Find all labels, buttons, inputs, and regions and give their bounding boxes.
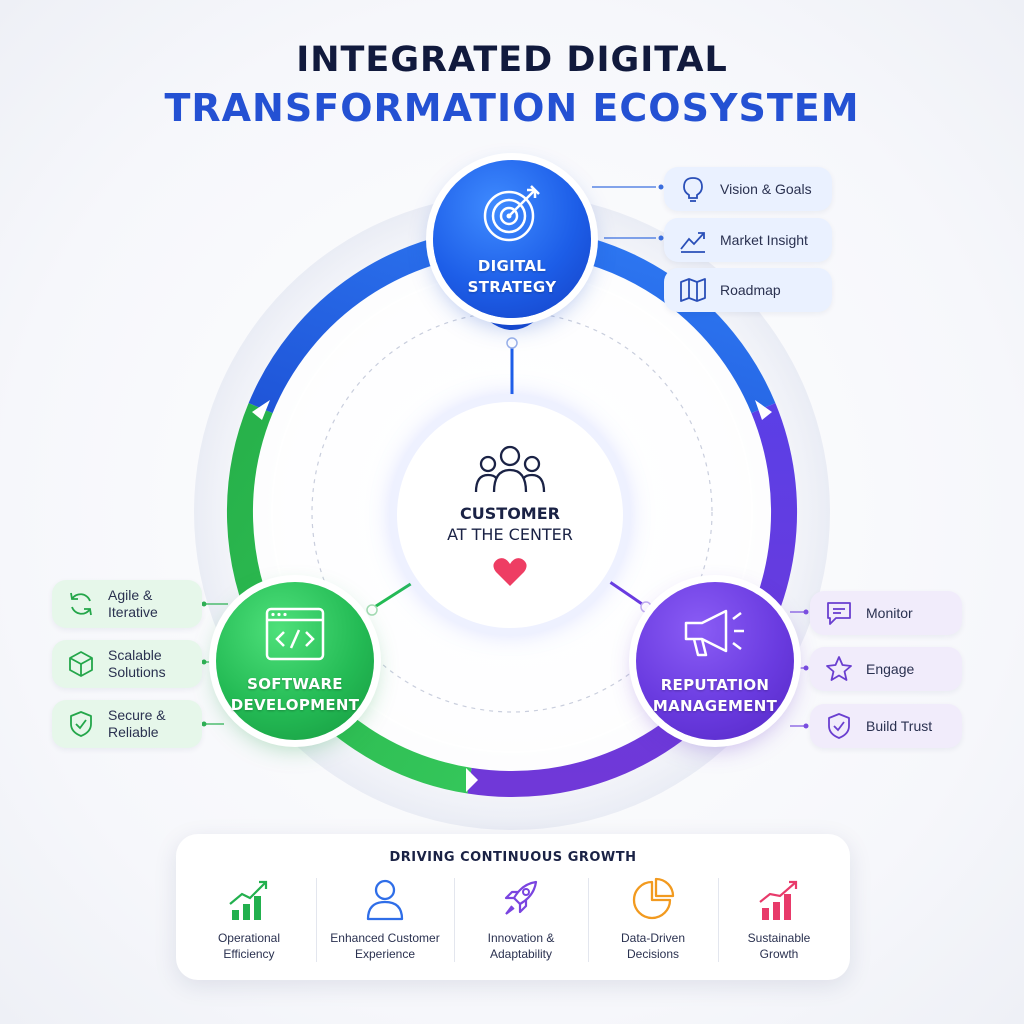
pill-label-line1: Agile & [108,587,153,603]
reputation-label-line1: REPUTATION [660,676,770,694]
bar-growth-icon [229,880,268,920]
chat-icon [827,602,851,625]
code-window-icon [265,607,325,661]
software-development-node[interactable]: SOFTWARE DEVELOPMENT [216,582,374,740]
pill-vision-goals[interactable]: Vision & Goals [664,167,832,211]
pill-label: Roadmap [720,282,781,298]
pill-scalable-solutions[interactable]: Scalable Solutions [52,640,202,688]
users-icon [474,445,546,493]
connector-software [372,576,421,610]
growth-panel: DRIVING CONTINUOUS GROWTH Operational Ef… [176,834,850,980]
connector-reputation [603,576,646,608]
refresh-icon [70,592,92,616]
strategy-label-line1: DIGITAL [477,257,547,275]
title-line-1: INTEGRATED DIGITAL [296,40,728,80]
pill-monitor[interactable]: Monitor [810,591,962,635]
growth-label-line1: Operational [217,931,281,945]
rocket-icon [504,880,538,915]
heart-icon [493,558,527,586]
growth-label-line1: Sustainable [747,931,811,945]
pill-label-line1: Secure & [108,707,166,723]
pill-label: Vision & Goals [720,181,812,197]
growth-label-line2: Experience [354,947,416,961]
software-label-line1: SOFTWARE [247,675,343,693]
cube-icon [69,651,93,677]
shield-check-icon [70,711,92,737]
pill-label-line2: Solutions [108,664,166,680]
target-icon [483,185,540,242]
shield-check-icon [828,713,850,739]
growth-label-line2: Growth [759,947,799,961]
pill-label-line2: Reliable [108,724,159,740]
growth-label-line1: Data-Driven [620,931,686,945]
growth-item-data-driven[interactable]: Data-Driven Decisions [586,876,720,972]
pill-label-line1: Scalable [108,647,162,663]
digital-strategy-node[interactable]: DIGITAL STRATEGY [433,160,591,318]
trend-chart-icon [680,232,705,253]
growth-label-line1: Innovation & [487,931,555,945]
megaphone-icon [684,609,744,657]
inner-orbit [311,311,713,713]
center-title: CUSTOMER [460,504,560,523]
reputation-label-line2: MANAGEMENT [652,697,778,715]
lightbulb-icon [683,177,703,202]
pill-agile-iterative[interactable]: Agile & Iterative [52,580,202,628]
growth-label-line1: Enhanced Customer [330,931,440,945]
map-icon [680,278,706,302]
pill-label: Build Trust [866,718,933,734]
growth-item-sustainable-growth[interactable]: Sustainable Growth [712,876,846,972]
pill-label: Monitor [866,605,913,621]
pill-build-trust[interactable]: Build Trust [810,704,962,748]
strategy-label-line2: STRATEGY [467,278,557,296]
pie-icon [632,877,675,920]
star-icon [826,656,852,681]
pill-label-line2: Iterative [108,604,158,620]
growth-item-innovation[interactable]: Innovation & Adaptability [454,876,588,972]
software-label-line2: DEVELOPMENT [230,696,360,714]
growth-label-line2: Adaptability [489,947,553,961]
reputation-management-node[interactable]: REPUTATION MANAGEMENT [636,582,794,740]
user-icon [366,879,404,921]
customer-center-node[interactable]: CUSTOMER AT THE CENTER [397,402,623,628]
growth-label-line2: Efficiency [223,947,275,961]
growth-label-line2: Decisions [626,947,680,961]
growth-item-customer-experience[interactable]: Enhanced Customer Experience [318,876,452,972]
pill-roadmap[interactable]: Roadmap [664,268,832,312]
bar-growth-icon [759,880,798,920]
pill-label: Market Insight [720,232,808,248]
growth-item-operational-efficiency[interactable]: Operational Efficiency [182,876,316,972]
center-subtitle: AT THE CENTER [447,525,573,544]
growth-title: DRIVING CONTINUOUS GROWTH [389,850,637,865]
pill-engage[interactable]: Engage [810,647,962,691]
pill-label: Engage [866,661,915,677]
pill-market-insight[interactable]: Market Insight [664,218,832,262]
pill-secure-reliable[interactable]: Secure & Reliable [52,700,202,748]
title-line-2: TRANSFORMATION ECOSYSTEM [164,86,860,130]
